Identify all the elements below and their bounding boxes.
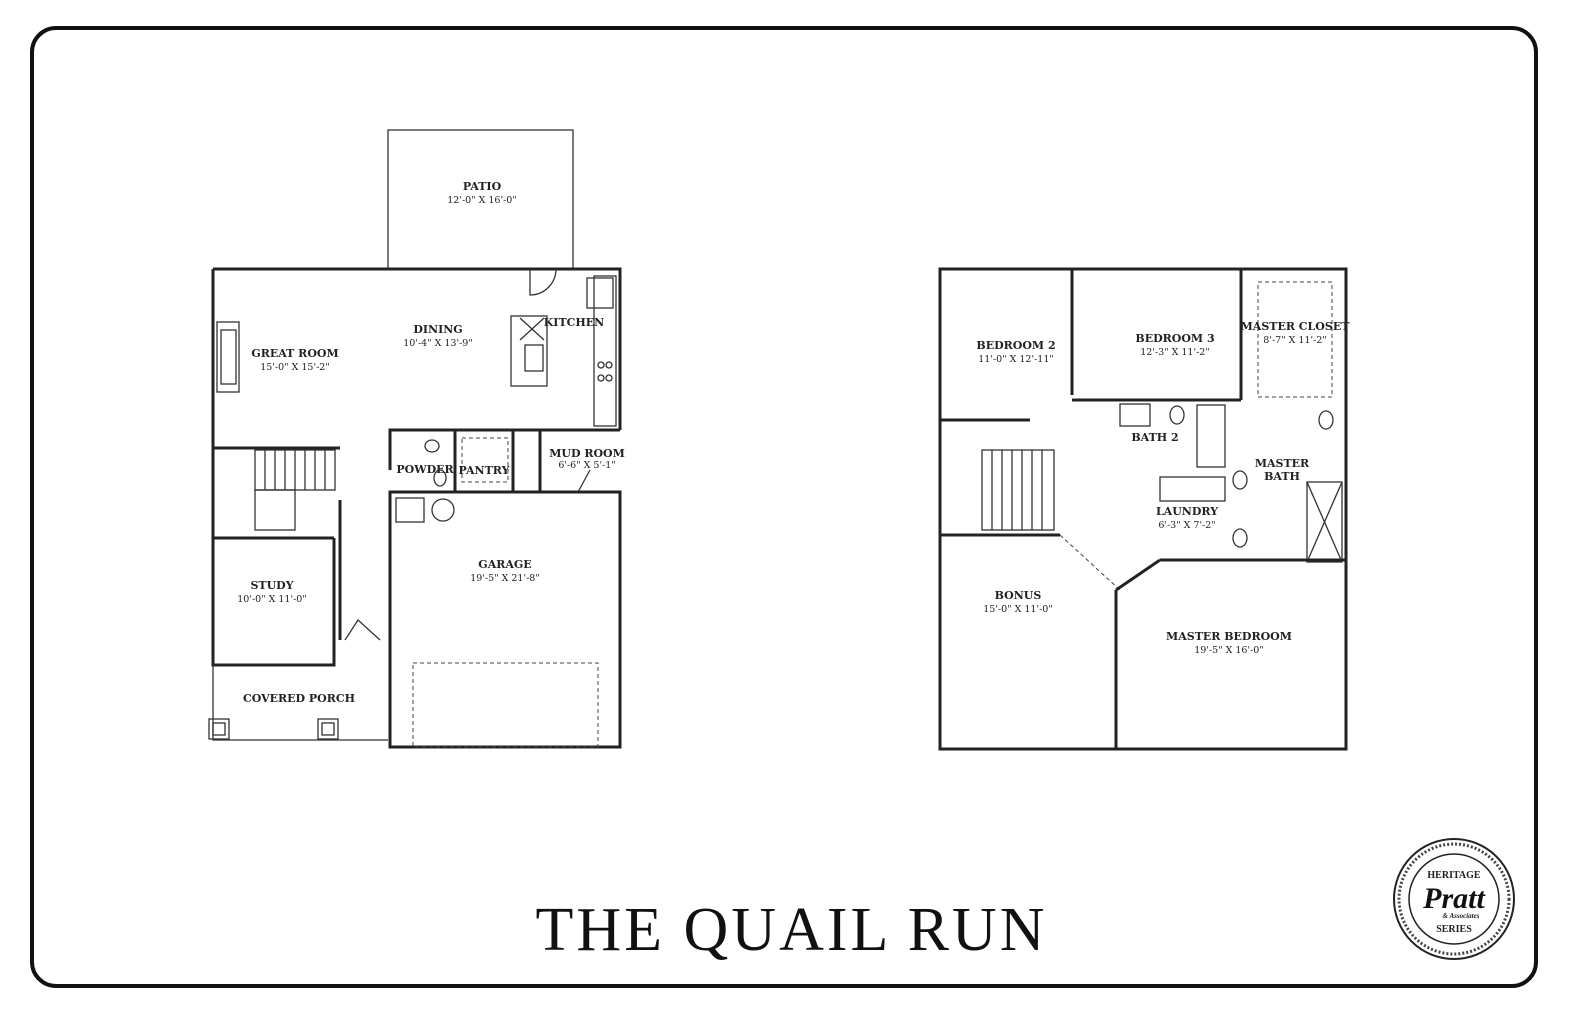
- second-floor-plan: [938, 267, 1348, 751]
- dining-dims: 10'-4" X 13'-9": [403, 338, 472, 349]
- mud-room-label: MUD ROOM: [549, 447, 625, 460]
- second-floor-stairs: [981, 449, 1055, 531]
- logo-line1: HERITAGE: [1427, 870, 1480, 881]
- kitchen-label: KITCHEN: [544, 316, 604, 329]
- master-bath-sink-2: [1232, 528, 1248, 548]
- logo-sub: & Associates: [1443, 912, 1480, 920]
- water-heater: [395, 497, 425, 523]
- logo-line2: SERIES: [1436, 924, 1472, 935]
- master-bath-label-1: MASTER: [1255, 457, 1310, 470]
- laundry-dims: 6'-3" X 7'-2": [1158, 520, 1215, 531]
- first-floor-left-wall: [211, 269, 336, 667]
- master-bath-label-2: BATH: [1264, 470, 1300, 483]
- pratt-heritage-logo: HERITAGE Pratt & Associates SERIES: [1393, 838, 1515, 960]
- plan-title: THE QUAIL RUN: [535, 896, 1048, 964]
- kitchen-sink: [524, 344, 544, 372]
- laundry-machines: [1159, 476, 1226, 502]
- master-shower: [1306, 481, 1343, 563]
- logo-brand: Pratt: [1422, 882, 1486, 915]
- patio-dims: 12'-0" X 16'-0": [447, 195, 516, 206]
- kitchen-counter: [593, 275, 617, 427]
- master-bath-sink-1: [1232, 470, 1248, 490]
- bath2-toilet: [1169, 405, 1185, 425]
- fireplace: [216, 321, 240, 393]
- room-labels: PATIO 12'-0" X 16'-0" DINING 10'-4" X 13…: [237, 180, 1350, 705]
- front-door: [344, 619, 381, 641]
- covered-porch-outline: [212, 665, 388, 741]
- pantry-label: PANTRY: [459, 464, 510, 477]
- fireplace-hearth: [220, 329, 237, 385]
- first-floor-rear-wall: [213, 267, 622, 430]
- first-floor-stairs: [254, 449, 336, 531]
- bedroom3-label: BEDROOM 3: [1135, 332, 1214, 345]
- mud-room-dims: 6'-6" X 5'-1": [558, 460, 615, 471]
- bath2-sink: [1119, 403, 1151, 427]
- bath2-label: BATH 2: [1131, 431, 1178, 444]
- study-dims: 10'-0" X 11'-0": [237, 594, 306, 605]
- great-room-dims: 15'-0" X 15'-2": [260, 362, 329, 373]
- refrigerator: [586, 277, 614, 309]
- bedroom2-dims: 11'-0" X 12'-11": [978, 354, 1054, 365]
- patio-label: PATIO: [463, 180, 502, 193]
- first-floor-plan: [208, 129, 622, 749]
- bonus-label: BONUS: [995, 589, 1042, 602]
- powder-label: POWDER: [396, 463, 454, 476]
- master-closet-label: MASTER CLOSET: [1241, 320, 1351, 333]
- bedroom3-dims: 12'-3" X 11'-2": [1140, 347, 1209, 358]
- laundry-label: LAUNDRY: [1156, 505, 1218, 518]
- dining-label: DINING: [413, 323, 462, 336]
- bedroom2-label: BEDROOM 2: [976, 339, 1055, 352]
- porch-column-left: [208, 718, 230, 740]
- kitchen-island: [510, 315, 548, 387]
- study-label: STUDY: [250, 579, 293, 592]
- master-bedroom-label: MASTER BEDROOM: [1166, 630, 1292, 643]
- garage-dims: 19'-5" X 21'-8": [470, 573, 539, 584]
- bonus-dims: 15'-0" X 11'-0": [983, 604, 1052, 615]
- rear-door: [529, 268, 557, 296]
- powder-sink: [424, 439, 440, 453]
- porch-column-right: [317, 718, 339, 740]
- bath2-tub: [1196, 404, 1226, 468]
- covered-porch-label: COVERED PORCH: [243, 692, 355, 705]
- powder-toilet: [433, 469, 447, 487]
- garage-door: [412, 662, 599, 748]
- second-floor-shell: [938, 267, 1348, 751]
- master-closet-shelves: [1257, 281, 1333, 398]
- page-border: [30, 26, 1538, 988]
- great-room-label: GREAT ROOM: [251, 347, 338, 360]
- master-closet-dims: 8'-7" X 11'-2": [1263, 335, 1326, 346]
- garage-label: GARAGE: [478, 558, 531, 571]
- pantry-shelves: [461, 437, 509, 483]
- garage-walls: [388, 490, 622, 749]
- master-bath-toilet: [1318, 410, 1334, 430]
- garage-circle: [431, 498, 455, 522]
- master-bedroom-dims: 19'-5" X 16'-0": [1194, 645, 1263, 656]
